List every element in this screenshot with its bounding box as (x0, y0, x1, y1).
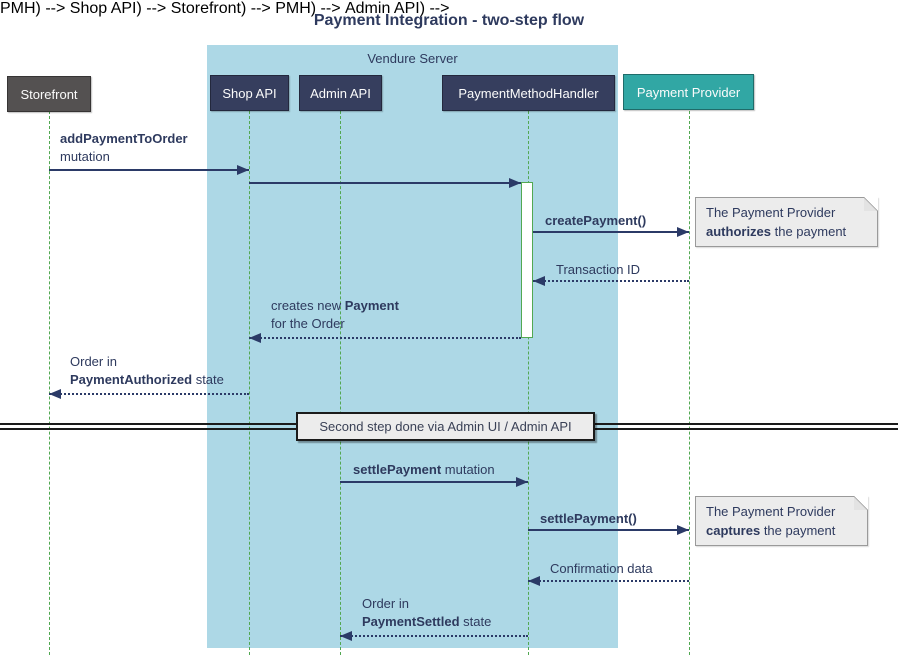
participant-payment-provider: Payment Provider (623, 74, 754, 110)
arrowhead-right-icon (677, 227, 689, 237)
message-label-order-settled: Order in PaymentSettled state (362, 595, 491, 631)
arrowhead-left-icon (528, 576, 540, 586)
participant-label: Payment Provider (636, 84, 741, 100)
lifeline-payment-provider (689, 111, 690, 655)
note-text: captures (706, 523, 761, 538)
note-fold-icon (864, 197, 878, 211)
arrow-settle-mutation (340, 481, 528, 483)
divider-label: Second step done via Admin UI / Admin AP… (319, 419, 572, 434)
lifeline-payment-method-handler (528, 111, 529, 655)
note-text: the payment (771, 224, 847, 239)
arrowhead-right-icon (677, 525, 689, 535)
arrow-settle-call (528, 529, 689, 531)
participant-label: PaymentMethodHandler (458, 85, 599, 101)
message-text: for the Order (271, 316, 345, 331)
message-text: mutation (60, 149, 110, 164)
message-text: Order in (70, 354, 117, 369)
message-text: state (192, 372, 224, 387)
message-label-settle-mutation: settlePayment mutation (353, 461, 495, 479)
message-text: creates new (271, 298, 345, 313)
arrow-create-payment (533, 231, 689, 233)
message-text: Payment (344, 298, 399, 313)
note-authorizes: The Payment Provider authorizes the paym… (695, 197, 878, 247)
participant-shop-api: Shop API (210, 75, 289, 111)
lifeline-admin-api (340, 111, 341, 655)
message-text: state (459, 614, 492, 629)
note-fold-icon (854, 496, 868, 510)
arrowhead-right-icon (516, 477, 528, 487)
note-text: The Payment Provider (706, 504, 836, 519)
message-text: settlePayment (353, 462, 442, 477)
divider-second-step: Second step done via Admin UI / Admin AP… (296, 412, 595, 441)
arrow-confirmation (528, 580, 689, 582)
arrow-shop-to-handler (249, 182, 521, 184)
participant-admin-api: Admin API (299, 75, 382, 111)
arrow-order-settled (340, 635, 528, 637)
message-text: addPaymentToOrder (60, 131, 188, 146)
participant-label: Admin API (310, 85, 371, 101)
message-text: settlePayment() (540, 511, 637, 526)
arrowhead-left-icon (249, 333, 261, 343)
message-text: createPayment() (545, 213, 647, 228)
vendure-server-container (207, 45, 618, 648)
note-captures: The Payment Provider captures the paymen… (695, 496, 868, 546)
note-text: authorizes (706, 224, 772, 239)
message-label-creates-payment: creates new Payment for the Order (271, 297, 399, 333)
participant-label: Storefront (20, 86, 78, 102)
arrow-transaction-id (533, 280, 689, 282)
vendure-server-label: Vendure Server (367, 51, 458, 66)
diagram-title: Payment Integration - two-step flow (313, 12, 585, 29)
message-label-create-payment: createPayment() (545, 212, 646, 230)
arrowhead-right-icon (509, 178, 521, 188)
arrow-order-authorized (49, 393, 249, 395)
arrow-add-payment (49, 169, 249, 171)
arrowhead-left-icon (533, 276, 545, 286)
message-label-transaction-id: Transaction ID (556, 261, 640, 279)
message-text: Transaction ID (556, 262, 641, 277)
message-text: Confirmation data (550, 561, 653, 576)
arrow-creates-payment (249, 337, 521, 339)
note-text: The Payment Provider (706, 205, 836, 220)
lifeline-shop-api (249, 111, 250, 655)
message-label-settle-call: settlePayment() (540, 510, 637, 528)
lifeline-storefront (49, 111, 50, 655)
message-text: Order in (362, 596, 409, 611)
arrowhead-right-icon (237, 165, 249, 175)
activation-bar-payment-method-handler (521, 182, 533, 338)
arrowhead-left-icon (340, 631, 352, 641)
message-label-order-authorized: Order in PaymentAuthorized state (70, 353, 224, 389)
message-text: PaymentAuthorized (70, 372, 193, 387)
participant-storefront: Storefront (7, 76, 91, 112)
message-label-add-payment: addPaymentToOrder mutation (60, 130, 188, 166)
message-text: mutation (441, 462, 495, 477)
message-text: PaymentSettled (362, 614, 460, 629)
participant-label: Shop API (222, 85, 277, 101)
message-label-confirmation: Confirmation data (550, 560, 653, 578)
participant-payment-method-handler: PaymentMethodHandler (442, 75, 615, 111)
note-text: the payment (760, 523, 836, 538)
arrowhead-left-icon (49, 389, 61, 399)
